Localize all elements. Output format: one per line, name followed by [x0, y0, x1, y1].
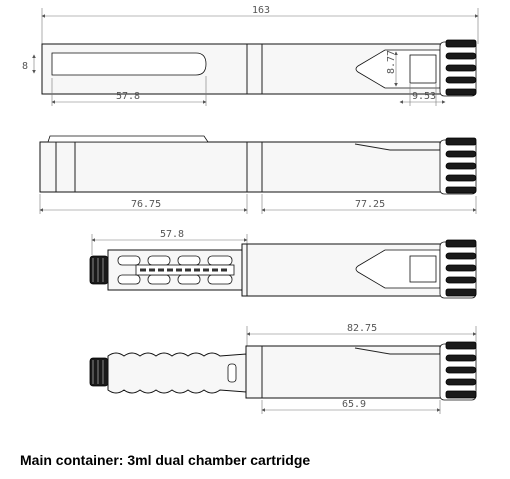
view-2-side-view: 76.75 77.25: [39, 135, 477, 214]
view-1-top-view: 163 8 8.77 57.8 9.53: [22, 5, 479, 106]
dim-extended-length: 57.8: [160, 229, 184, 240]
dose-window: [409, 54, 437, 84]
dim-window-width: 8.77: [386, 50, 397, 74]
clip-side: [47, 135, 209, 143]
dim-barrel-length: 82.75: [347, 323, 377, 334]
dim-diameter: 8: [22, 61, 28, 72]
dose-knob: [445, 39, 477, 48]
dim-body-length: 77.25: [355, 199, 385, 210]
pocket-clip: [51, 52, 207, 76]
view-4-uncapped-side: 82.75 65.9: [89, 323, 477, 414]
caption: Main container: 3ml dual chamber cartrid…: [20, 452, 311, 468]
grip-section: [107, 352, 247, 394]
dim-barrel-inner-length: 65.9: [342, 399, 366, 410]
pen-body-uncapped-side: [245, 345, 446, 399]
dim-window-offset: 9.53: [412, 91, 436, 102]
dim-cap-length: 76.75: [131, 199, 161, 210]
view-3-uncapped: 57.8: [89, 229, 477, 299]
dose-knob-side: [445, 137, 477, 146]
technical-drawing: 163 8 8.77 57.8 9.53: [22, 5, 479, 414]
pen-body-side: [39, 141, 446, 193]
dim-overall-length: 163: [252, 5, 270, 16]
dim-clip-length: 57.8: [116, 91, 140, 102]
